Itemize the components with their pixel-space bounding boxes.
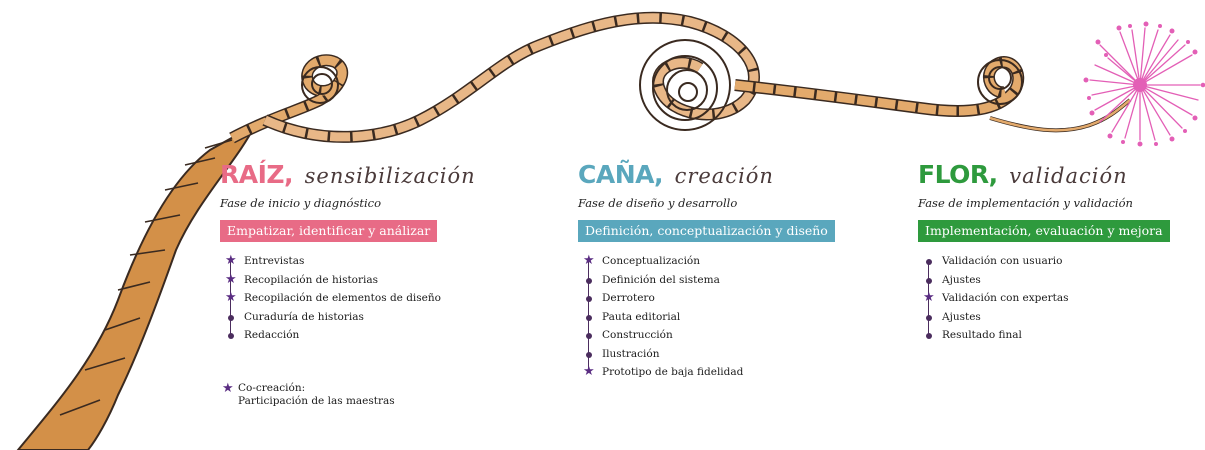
title-comma: , bbox=[653, 160, 664, 189]
star-icon: ★ bbox=[583, 364, 595, 379]
bullet-dot-icon bbox=[585, 277, 592, 284]
spiral-right bbox=[977, 59, 1023, 105]
list-item-label: Prototipo de baja fidelidad bbox=[602, 366, 744, 378]
bullet-dot-icon bbox=[925, 277, 932, 284]
spiral-middle bbox=[639, 39, 731, 131]
legend-description: Participación de las maestras bbox=[238, 395, 395, 407]
phase-activity-list: ★Entrevistas ★Recopilación de historias … bbox=[225, 252, 476, 345]
phase-flor: FLOR, validación Fase de implementación … bbox=[918, 160, 1170, 345]
list-item: ★ Validación con expertas bbox=[923, 289, 1170, 308]
star-icon: ★ bbox=[923, 290, 935, 305]
phase-title-main: FLOR bbox=[918, 160, 989, 189]
bullet-dot-icon bbox=[585, 296, 592, 302]
phase-banner: Implementación, evaluación y mejora bbox=[918, 220, 1170, 242]
spiral-left bbox=[301, 66, 339, 104]
list-item: ★ Recopilación de historias bbox=[225, 271, 476, 290]
title-comma: , bbox=[988, 160, 999, 189]
phase-banner: Empatizar, identificar y análizar bbox=[220, 220, 438, 242]
list-item-label: Conceptualización bbox=[602, 255, 701, 267]
bullet-dot-icon bbox=[227, 314, 234, 321]
phase-title-main: RAÍZ bbox=[220, 160, 285, 189]
list-item-label: Ajustes bbox=[942, 310, 981, 323]
phase-cana: CAÑA, creación Fase de diseño y desarrol… bbox=[578, 160, 835, 382]
phase-title: CAÑA, creación bbox=[578, 160, 835, 196]
list-item-label: Curaduría de historias bbox=[244, 310, 364, 323]
list-item: Curaduría de historias bbox=[226, 308, 476, 327]
root-trunk bbox=[16, 122, 258, 450]
list-item: Validación con usuario bbox=[924, 252, 1170, 271]
list-item: ★ Prototipo de baja fidelidad bbox=[583, 363, 835, 382]
list-item: ★ Recopilación de elementos de diseño bbox=[225, 289, 476, 308]
list-item-label: Validación con expertas bbox=[942, 292, 1069, 304]
list-item: Ajustes bbox=[924, 271, 1170, 290]
phase-raiz: RAÍZ, sensibilización Fase de inicio y d… bbox=[220, 160, 476, 345]
list-item-label: Redacción bbox=[244, 329, 300, 341]
phase-title-script: validación bbox=[1009, 164, 1128, 188]
phase-subtitle: Fase de diseño y desarrollo bbox=[578, 196, 738, 210]
list-item-label: Recopilación de historias bbox=[244, 273, 379, 286]
list-item: Definición del sistema bbox=[584, 271, 835, 290]
bullet-dot-icon bbox=[585, 333, 592, 339]
timeline-line bbox=[230, 261, 232, 335]
bullet-dot-icon bbox=[585, 351, 592, 358]
list-item: Derrotero bbox=[584, 289, 835, 308]
phase-activity-list: Validación con usuario Ajustes ★ Validaci… bbox=[923, 252, 1170, 345]
phase-activity-list: ★ Conceptualización Definición del sistem… bbox=[583, 252, 835, 382]
list-item-label: Definición del sistema bbox=[602, 273, 720, 286]
phase-subtitle: Fase de inicio y diagnóstico bbox=[220, 196, 382, 210]
phase-subtitle: Fase de implementación y validación bbox=[918, 196, 1133, 210]
root-texture bbox=[59, 139, 233, 416]
list-item: Ilustración bbox=[584, 345, 835, 364]
flower-dots bbox=[1083, 21, 1205, 147]
list-item-label: Derrotero bbox=[602, 292, 655, 304]
phase-title-script: sensibilización bbox=[304, 164, 476, 188]
bullet-dot-icon bbox=[925, 314, 932, 321]
list-item-label: Entrevistas bbox=[244, 255, 305, 267]
list-item: ★ Conceptualización bbox=[583, 252, 835, 271]
list-item-label: Construcción bbox=[602, 329, 673, 341]
bullet-dot-icon bbox=[227, 333, 234, 339]
list-item-label: Resultado final bbox=[942, 329, 1022, 341]
phase-title-script: creación bbox=[674, 164, 774, 188]
list-item: Resultado final bbox=[924, 326, 1170, 345]
bullet-dot-icon bbox=[585, 314, 592, 321]
phase-title: FLOR, validación bbox=[918, 160, 1170, 196]
list-item-label: Ajustes bbox=[942, 273, 981, 286]
list-item: Construcción bbox=[584, 326, 835, 345]
bullet-dot-icon bbox=[925, 259, 932, 265]
list-item-label: Recopilación de elementos de diseño bbox=[244, 292, 441, 304]
star-icon: ★ bbox=[222, 381, 234, 396]
list-item: ★ Entrevistas bbox=[225, 252, 476, 271]
star-icon: ★ bbox=[583, 253, 595, 268]
title-comma: , bbox=[284, 160, 294, 189]
bullet-dot-icon bbox=[925, 333, 932, 339]
list-item: Ajustes bbox=[924, 308, 1170, 327]
phase-title-main: CAÑA bbox=[578, 160, 654, 189]
cocreation-legend: ★ Co-creación: Participación de las maes… bbox=[222, 382, 395, 408]
star-icon: ★ bbox=[225, 253, 237, 268]
star-icon: ★ bbox=[225, 290, 237, 305]
legend-title: Co-creación: bbox=[238, 382, 306, 394]
list-item-label: Validación con usuario bbox=[942, 255, 1063, 267]
list-item: Pauta editorial bbox=[584, 308, 835, 327]
phase-banner: Definición, conceptualización y diseño bbox=[578, 220, 835, 242]
star-icon: ★ bbox=[225, 271, 237, 287]
list-item-label: Pauta editorial bbox=[602, 310, 681, 323]
list-item: Redacción bbox=[226, 326, 476, 345]
timeline-line bbox=[928, 261, 930, 335]
list-item-label: Ilustración bbox=[602, 347, 660, 360]
phase-title: RAÍZ, sensibilización bbox=[220, 160, 476, 196]
flower-burst bbox=[1089, 27, 1201, 141]
